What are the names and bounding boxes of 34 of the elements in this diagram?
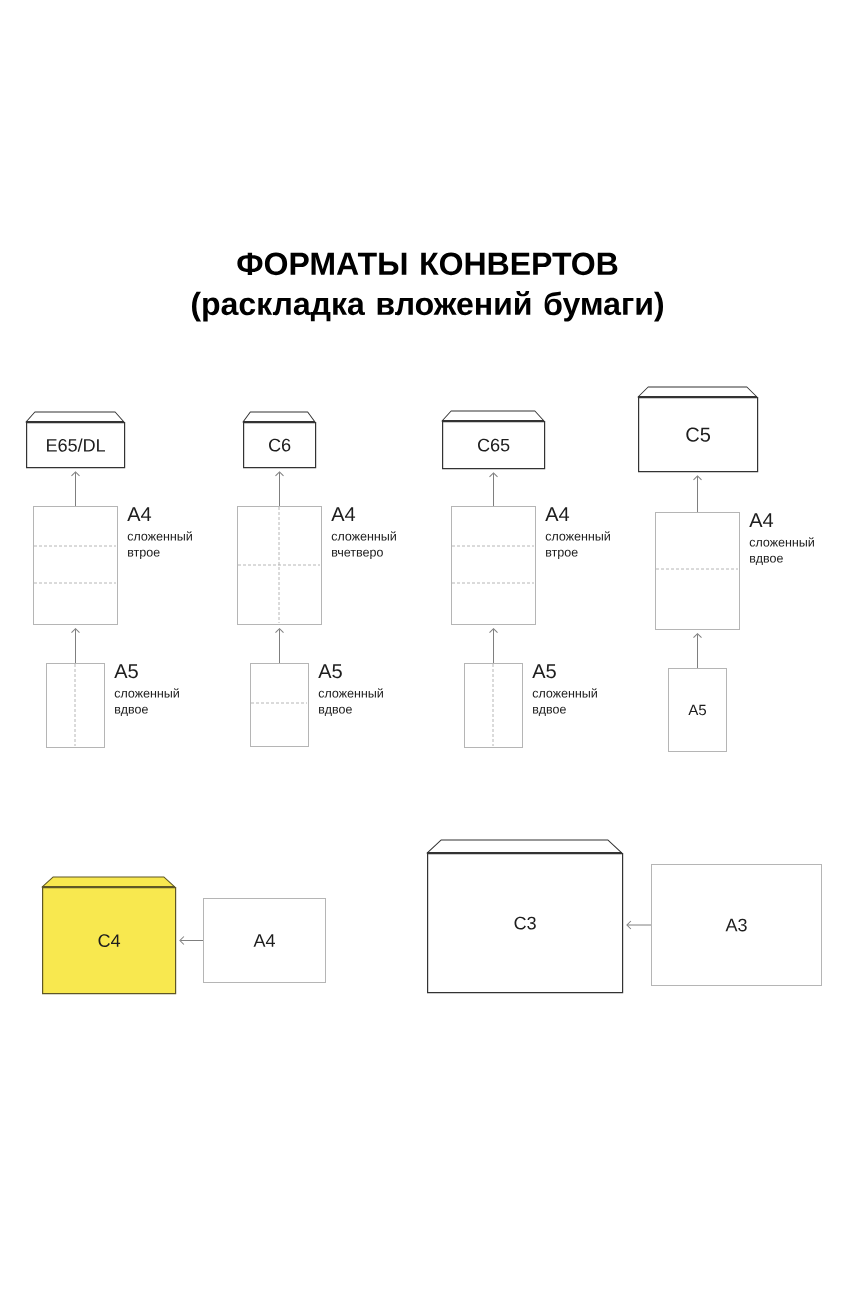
arrow [71,471,80,507]
fold-note: сложенный вдвое [532,688,597,716]
paper-sheet: A3 [651,864,822,986]
arrow [626,920,652,930]
size-label: A4 [545,507,570,521]
arrow [275,628,284,664]
arrow [693,475,702,513]
fold-note: сложенный втрое [545,531,610,560]
size-label: A5 [318,664,342,679]
fold-note: сложенный вдвое [318,688,383,716]
envelope: C4 [41,876,177,995]
envelope: C65 [441,410,546,470]
size-label: A5 [114,664,138,679]
arrow [275,471,284,507]
size-label: A5 [532,664,556,679]
arrow [693,633,702,669]
envelope: C3 [426,839,624,994]
fold-note: сложенный вчетверо [331,531,396,560]
size-label: A4 [127,507,152,521]
envelope: E65/DL [25,411,126,469]
size-label: A4 [331,507,356,521]
arrow [489,628,498,664]
envelope: C5 [637,386,759,473]
fold-note: сложенный вдвое [114,688,179,716]
envelope: C6 [242,411,317,469]
paper-sheet: A5 [668,668,727,752]
arrow [179,936,204,945]
fold-note: сложенный вдвое [749,537,814,565]
paper-sheet: A4 [203,898,326,983]
title: ФОРМАТЫ КОНВЕРТОВ (раскладка вложений бумаги) [192,252,664,322]
size-label: A4 [749,513,774,527]
arrow [489,472,498,507]
arrow [71,628,80,664]
fold-note: сложенный втрое [127,531,192,560]
